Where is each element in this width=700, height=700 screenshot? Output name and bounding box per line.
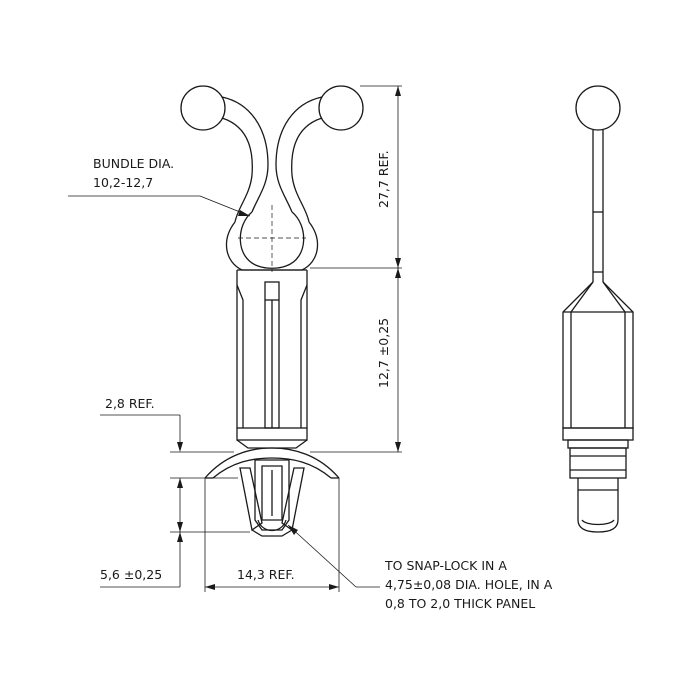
leader-bundle-dia xyxy=(68,195,251,217)
flange-ref-label: 2,8 REF. xyxy=(105,396,155,411)
right-ball xyxy=(318,85,364,131)
height-ref-label: 27,7 REF. xyxy=(376,150,391,208)
stem-height-label: 12,7 ±0,25 xyxy=(376,317,391,388)
side-view xyxy=(562,85,634,533)
side-flange xyxy=(562,427,634,441)
side-ball xyxy=(575,85,621,131)
front-view xyxy=(180,85,364,537)
bundle-dia-value: 10,2-12,7 xyxy=(93,175,154,190)
dim-stem-height xyxy=(310,268,402,453)
side-stem xyxy=(562,281,634,429)
left-ball xyxy=(180,85,226,131)
snap-lock-note-line2: 4,75±0,08 DIA. HOLE, IN A xyxy=(385,577,553,592)
dim-width-ref xyxy=(204,478,340,592)
width-ref-label: 14,3 REF. xyxy=(237,567,295,582)
tip-height-label: 5,6 ±0,25 xyxy=(100,567,163,582)
snap-lock-note-line3: 0,8 TO 2,0 THICK PANEL xyxy=(385,596,536,611)
snap-tip xyxy=(239,459,305,537)
leader-snap-lock xyxy=(287,524,380,588)
side-tip xyxy=(577,478,619,533)
dim-height-ref xyxy=(310,85,402,269)
snap-lock-note-line1: TO SNAP-LOCK IN A xyxy=(385,558,507,573)
left-arm xyxy=(221,96,269,223)
bundle-loop-inner xyxy=(239,211,305,269)
bundle-dia-label: BUNDLE DIA. xyxy=(93,156,175,171)
dim-tip-height xyxy=(100,477,250,588)
umbrella-dome xyxy=(204,447,340,479)
flange-plate xyxy=(236,427,308,441)
right-arm xyxy=(275,96,323,223)
dim-flange-ref xyxy=(100,414,234,453)
